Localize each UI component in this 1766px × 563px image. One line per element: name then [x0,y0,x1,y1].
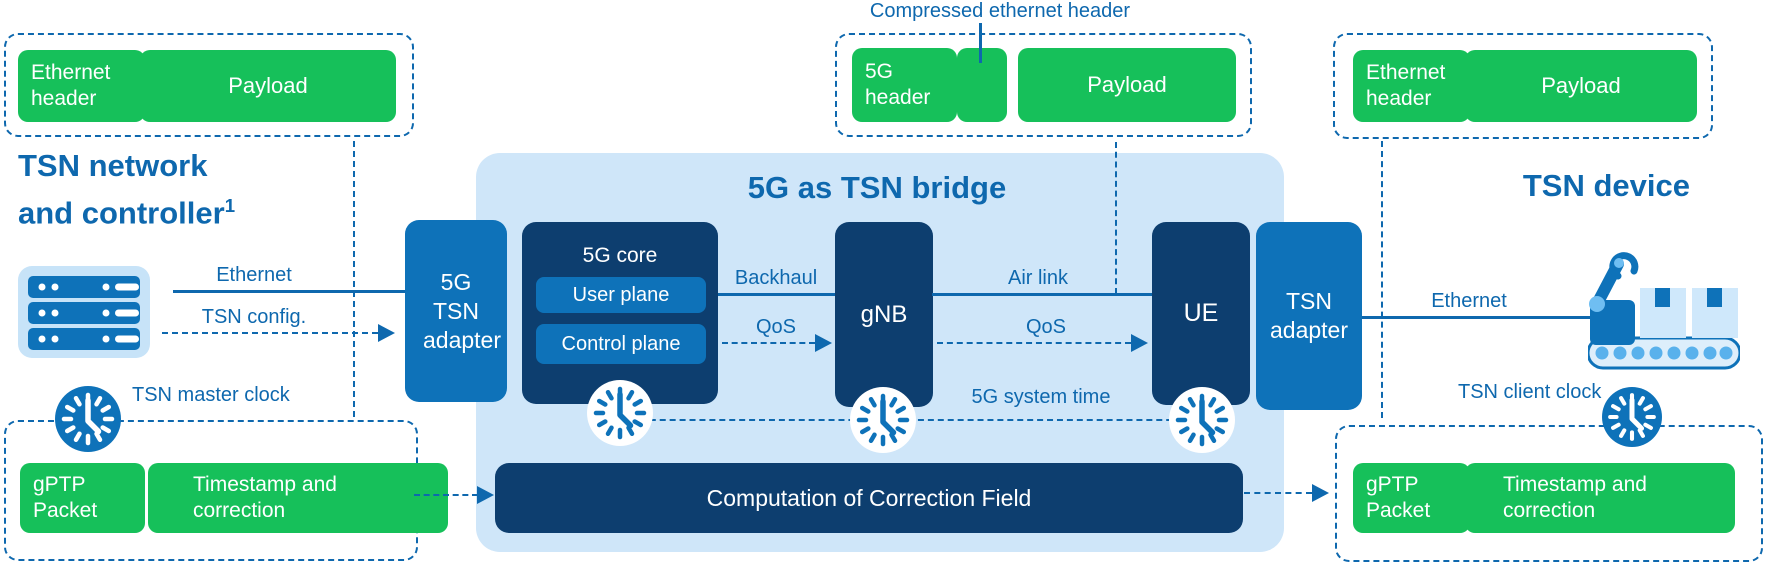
computation-box: Computation of Correction Field [495,463,1243,533]
right-packet-flow-line [1381,141,1383,418]
qos-left-arrowhead [815,334,832,352]
client-clock-icon [1602,387,1662,447]
right-payload-box: Payload [1465,50,1697,122]
qos-right-arrowhead [1131,334,1148,352]
middle-payload-box: Payload [1018,48,1236,122]
tsn-adapter-label: TSN adapter [1269,288,1348,343]
core-title: 5G core [582,244,658,267]
ethernet-right-label: Ethernet [1431,290,1507,312]
left-title-line2: and controller1 [18,195,236,231]
tsn-config-label: TSN config. [201,306,307,328]
backhaul-label: Backhaul [734,267,818,289]
right-gptp-packet-label: gPTP Packet [1366,473,1431,522]
footnote-marker: 1 [224,195,236,216]
core-clock-icon [587,380,653,446]
gptp-right-arrowhead [1312,484,1329,502]
left-packet-flow-line [353,141,355,417]
user-plane-box: User plane [536,277,706,313]
ethernet-right-line [1362,316,1590,319]
adapter-5g-tsn-box: 5G TSN adapter [405,220,507,402]
left-payload-label: Payload [228,73,308,98]
left-packet-box [4,33,414,137]
server-icon [18,266,150,358]
air-link-line [932,293,1152,296]
adapter-5g-tsn-label: 5G TSN adapter [423,268,502,353]
gnb-box: gNB [835,222,933,407]
gptp-right-connector [1244,492,1312,494]
qos-left-line [722,342,815,344]
right-gptp-packet-box: gPTP Packet [1353,463,1470,533]
right-payload-label: Payload [1541,73,1621,98]
system-time-label: 5G system time [971,386,1111,408]
left-payload-box: Payload [140,50,396,122]
qos-left-label: QoS [755,316,797,338]
user-plane-label: User plane [572,283,670,306]
gnb-label: gNB [860,300,908,328]
left-timestamp-label: Timestamp and correction [193,473,337,522]
control-plane-box: Control plane [536,324,706,364]
left-ethernet-header-box: Ethernet header [18,50,145,122]
left-ethernet-header-label: Ethernet header [31,61,111,110]
robot-icon [1588,252,1740,370]
right-gptp-box [1335,425,1763,562]
right-ethernet-header-label: Ethernet header [1366,61,1446,110]
middle-5g-header-label: 5G header [865,60,931,109]
left-gptp-packet-label: gPTP Packet [33,473,98,522]
right-ethernet-header-box: Ethernet header [1353,50,1470,122]
left-gptp-packet-box: gPTP Packet [20,463,145,533]
gptp-left-arrowhead [477,486,494,504]
compressed-header-pointer [979,23,982,63]
master-clock-icon [55,386,121,452]
compressed-header-field-box [957,48,1007,122]
right-packet-box [1333,33,1713,139]
left-title-line1: TSN network [18,148,208,183]
compressed-header-label: Compressed ethernet header [869,0,1131,22]
backhaul-line [718,293,835,296]
client-clock-label: TSN client clock [1458,381,1602,403]
left-section-title: TSN network and controller1 [18,146,235,233]
right-section-title: TSN device [1522,168,1690,203]
control-plane-label: Control plane [561,332,681,355]
ethernet-left-label: Ethernet [216,264,292,286]
qos-right-line [937,342,1131,344]
ethernet-left-line [173,290,405,293]
middle-packet-flow-line [1115,142,1117,294]
gnb-clock-icon [850,387,916,453]
middle-5g-header-box: 5G header [852,48,957,122]
right-timestamp-box: Timestamp and correction [1465,463,1735,533]
middle-packet-box [835,33,1252,137]
master-clock-label: TSN master clock [132,384,290,406]
ue-clock-icon [1169,387,1235,453]
core-box [522,222,718,404]
right-timestamp-label: Timestamp and correction [1503,473,1647,522]
bridge-title: 5G as TSN bridge [747,170,1007,205]
gptp-left-connector [414,494,478,496]
air-link-label: Air link [1007,267,1068,289]
middle-payload-label: Payload [1087,72,1167,97]
tsn-adapter-box: TSN adapter [1256,222,1362,410]
ue-label: UE [1183,299,1219,327]
qos-right-label: QoS [1025,316,1067,338]
computation-label: Computation of Correction Field [706,484,1032,511]
tsn-config-line [162,332,378,334]
ue-box: UE [1152,222,1250,405]
tsn-config-arrowhead [378,324,395,342]
left-timestamp-box: Timestamp and correction [148,463,448,533]
